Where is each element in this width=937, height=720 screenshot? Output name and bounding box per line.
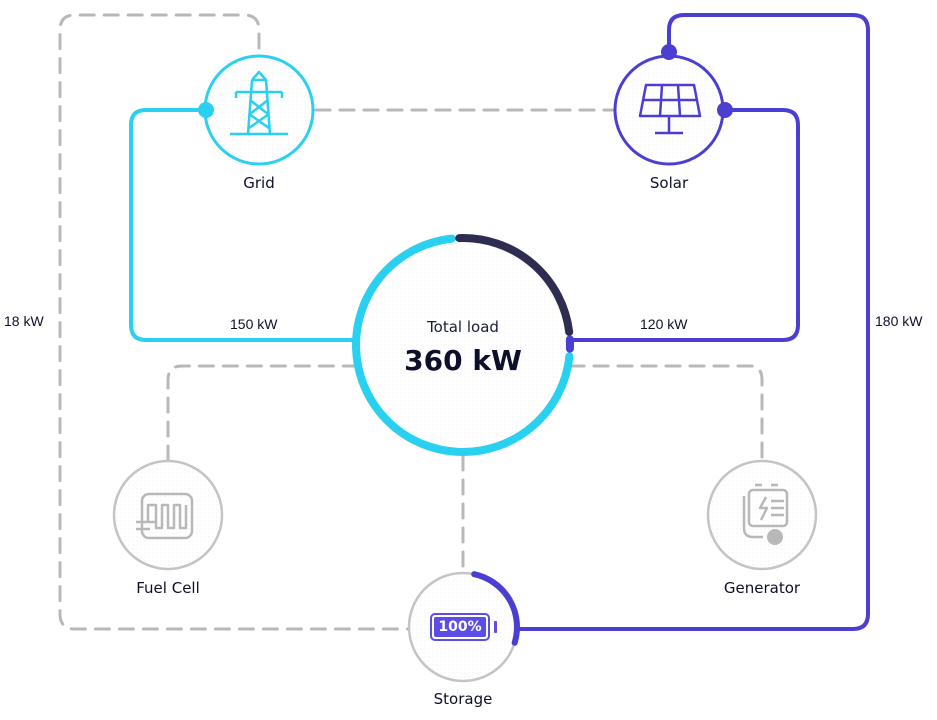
node-generator[interactable] (706, 459, 818, 571)
generator-icon (742, 483, 789, 545)
grid-connector-dot (198, 102, 214, 118)
total-load-value: 360 kW (404, 344, 522, 377)
flow-label-grid-to-storage: 18 kW (4, 313, 44, 329)
solar-connector-dot-right (717, 102, 733, 118)
fuel-cell-label: Fuel Cell (136, 579, 200, 597)
flow-line-generator-to-load (568, 364, 764, 462)
solar-connector-dot-top (661, 44, 677, 60)
battery-icon: 100% (430, 613, 490, 641)
flow-line-fuel-cell-to-load (166, 364, 358, 462)
transmission-tower-icon (230, 70, 288, 136)
flow-line-solar-to-storage (515, 13, 870, 631)
fuel-cell-icon (136, 492, 194, 540)
battery-tip (494, 621, 497, 633)
node-fuel-cell[interactable] (112, 459, 224, 571)
node-grid[interactable] (198, 54, 315, 166)
storage-label: Storage (433, 690, 493, 708)
flow-line-grid-to-load (129, 108, 356, 342)
flow-line-grid-to-storage (58, 13, 412, 631)
generator-label: Generator (723, 579, 801, 597)
flow-label-grid-to-load: 150 kW (230, 316, 278, 332)
flow-label-solar-to-storage: 180 kW (875, 313, 923, 329)
flow-line-solar-to-load (570, 108, 800, 342)
total-load-gauge (352, 234, 574, 456)
battery-charge: 100% (434, 617, 486, 637)
flow-label-solar-to-load: 120 kW (640, 316, 688, 332)
storage-charge-arc (471, 571, 520, 646)
solar-panel-icon (638, 83, 702, 135)
total-load-title: Total load (427, 318, 499, 336)
solar-label: Solar (649, 174, 689, 192)
grid-label: Grid (243, 174, 275, 192)
load-arc-grid (352, 234, 574, 456)
load-arc-remaining (455, 234, 574, 336)
node-solar[interactable] (613, 44, 733, 166)
